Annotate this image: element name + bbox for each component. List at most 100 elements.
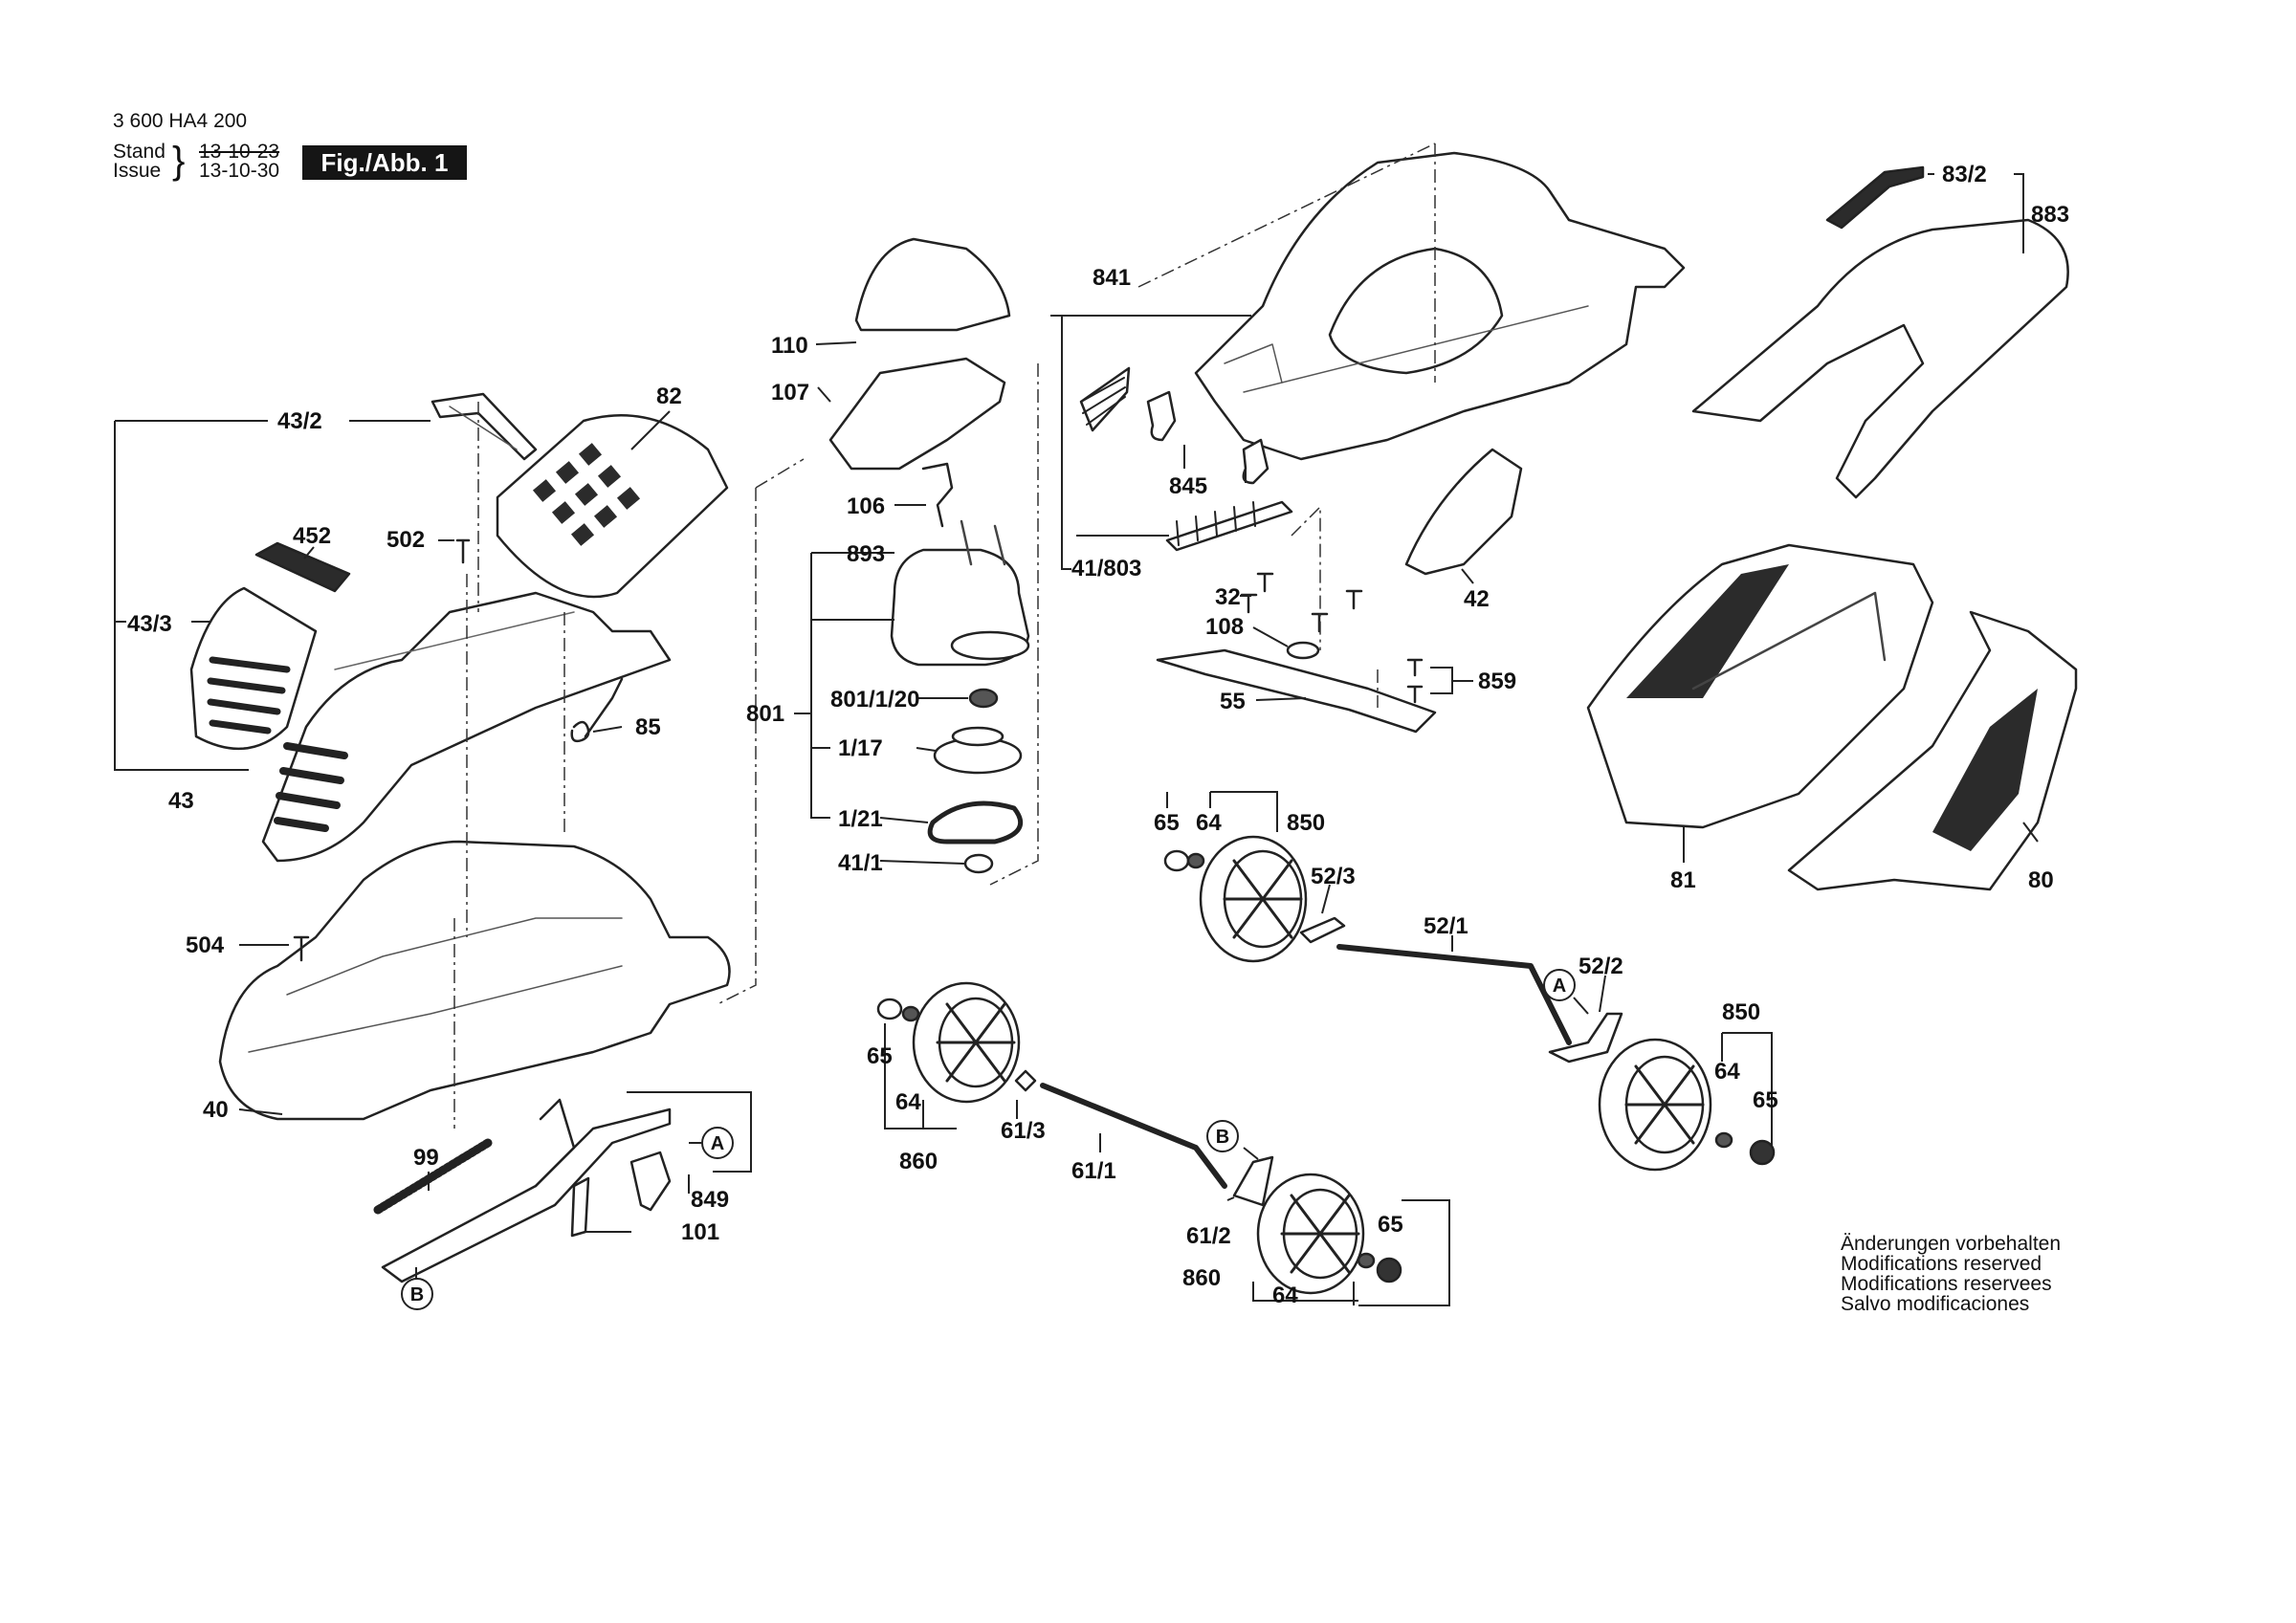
note-en: Modifications reserved (1841, 1253, 2042, 1275)
callout-99: 99 (413, 1145, 439, 1171)
stand-date: 13-10-23 (199, 141, 280, 163)
callout-850-upper: 850 (1287, 810, 1325, 836)
callout-859: 859 (1478, 669, 1516, 694)
clip-52-3-part (1299, 916, 1346, 944)
callout-64-lower: 64 (1272, 1283, 1298, 1308)
callout-101: 101 (681, 1219, 719, 1245)
callout-860-lower: 860 (1182, 1265, 1221, 1291)
brace-glyph: } (172, 140, 186, 182)
callout-452: 452 (293, 523, 331, 549)
modifications-note: Änderungen vorbehalten Modifications res… (1841, 1234, 2061, 1314)
lid-883-part (1691, 218, 2069, 499)
marker-b-right: B (1216, 1127, 1229, 1148)
stand-label: Stand (113, 141, 166, 163)
wheel-860-a-part (876, 981, 1021, 1104)
callout-1-17: 1/17 (838, 735, 883, 761)
callout-65-left: 65 (867, 1043, 893, 1069)
callout-883: 883 (2031, 202, 2069, 228)
spring-85-part (570, 677, 624, 743)
lever-849-part (381, 1108, 672, 1283)
callout-83-2: 83/2 (1942, 162, 1987, 187)
callout-52-1: 52/1 (1424, 913, 1468, 939)
marker-b-left: B (410, 1284, 424, 1305)
bearing-801-1-20-part (968, 688, 999, 709)
button-101-part (629, 1151, 672, 1212)
part-number: 3 600 HA4 200 (113, 110, 248, 132)
issue-label: Issue (113, 160, 162, 182)
clip-845-a-part (1146, 390, 1177, 442)
clip-61-3-part (1014, 1069, 1037, 1092)
callout-801: 801 (746, 701, 784, 727)
marker-b-right-circle (1206, 1120, 1239, 1152)
callout-1-21: 1/21 (838, 806, 883, 832)
callout-65-lower: 65 (1378, 1212, 1403, 1238)
callout-893: 893 (847, 541, 885, 567)
screw-32-c-part (1345, 589, 1363, 610)
callout-52-2: 52/2 (1578, 954, 1623, 979)
callout-85: 85 (635, 714, 661, 740)
callout-82: 82 (656, 384, 682, 409)
note-es: Salvo modificaciones (1841, 1293, 2030, 1315)
marker-b-left-circle (401, 1278, 433, 1310)
callout-43-2: 43/2 (277, 408, 322, 434)
wheel-850-a-part (1163, 835, 1308, 963)
bracket-61-2-part (1232, 1155, 1274, 1207)
callout-61-1: 61/1 (1071, 1158, 1116, 1184)
upper-housing-43-part (261, 591, 672, 863)
callout-504: 504 (186, 932, 225, 958)
callout-61-3: 61/3 (1001, 1118, 1046, 1144)
box-80-part (1787, 610, 2078, 891)
battery-lid-82-part (496, 414, 729, 599)
baffle-42-part (1404, 448, 1523, 576)
bearing-41-1-part (963, 853, 994, 874)
note-de: Änderungen vorbehalten (1841, 1233, 2062, 1255)
grip-83-2-part (1825, 165, 1925, 230)
marker-a-left-circle (701, 1127, 734, 1159)
callout-65-upper: 65 (1154, 810, 1180, 836)
callout-841: 841 (1093, 265, 1131, 291)
blade-55-part (1156, 648, 1437, 734)
axle-61-1-part (1040, 1083, 1227, 1189)
screw-502-part (455, 538, 471, 564)
callout-801-1-20: 801/1/20 (830, 687, 919, 713)
callout-41-803: 41/803 (1071, 556, 1141, 581)
callout-81: 81 (1670, 867, 1696, 893)
callout-107: 107 (771, 380, 809, 406)
grip-43-2-part (430, 392, 538, 461)
housing-107-part (828, 357, 1006, 471)
callout-849: 849 (691, 1187, 729, 1213)
screw-859-a-part (1406, 658, 1424, 677)
callout-845: 845 (1169, 473, 1207, 499)
callout-106: 106 (847, 493, 885, 519)
marker-a-right: A (1553, 976, 1566, 997)
callout-64-right: 64 (1714, 1059, 1740, 1085)
callout-52-3: 52/3 (1311, 864, 1356, 889)
callout-108: 108 (1205, 614, 1244, 640)
callout-64-upper: 64 (1196, 810, 1222, 836)
callout-43-3: 43/3 (127, 611, 172, 637)
lower-housing-40-part (218, 840, 731, 1121)
marker-a-left: A (711, 1133, 724, 1154)
spring-99-part (373, 1138, 493, 1215)
callout-860-left: 860 (899, 1149, 938, 1174)
callout-110: 110 (771, 333, 808, 359)
callout-32: 32 (1215, 584, 1241, 610)
box-80-mesh (1932, 689, 2038, 851)
comb-41-803-part (1165, 500, 1293, 552)
cap-110-part (854, 237, 1011, 332)
callout-61-2: 61/2 (1186, 1223, 1231, 1249)
callout-42: 42 (1464, 586, 1490, 612)
callout-80: 80 (2028, 867, 2054, 893)
callout-502: 502 (386, 527, 425, 553)
note-fr: Modifications reservees (1841, 1273, 2052, 1295)
box-81-mesh (1626, 564, 1789, 698)
wheel-850-b-part (1598, 1038, 1776, 1172)
callout-40: 40 (203, 1097, 229, 1123)
marker-a-right-circle (1543, 969, 1576, 1001)
callout-65-right: 65 (1753, 1087, 1778, 1113)
figure-badge: Fig./Abb. 1 (302, 145, 467, 180)
callout-43: 43 (168, 788, 194, 814)
callout-55: 55 (1220, 689, 1246, 714)
box-81-part (1586, 543, 1934, 829)
